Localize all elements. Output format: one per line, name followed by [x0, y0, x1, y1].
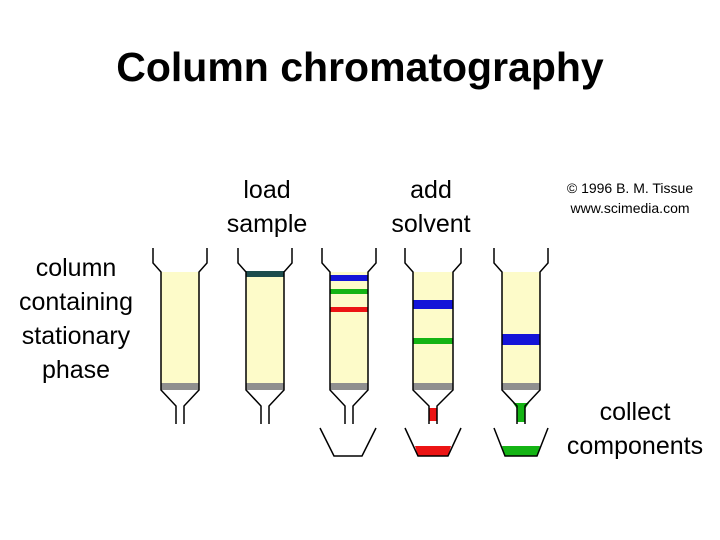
label-line: phase — [41, 356, 111, 384]
sample-band — [246, 271, 284, 277]
frit — [502, 383, 540, 390]
green-collected-fraction — [502, 446, 540, 456]
diagram-title: Column chromatography — [116, 44, 604, 90]
blue-band — [502, 334, 540, 345]
red-band — [330, 307, 368, 312]
column-2 — [237, 248, 293, 424]
collection-beaker — [404, 427, 462, 457]
label-line: solvent — [391, 210, 471, 238]
stationary-phase — [330, 272, 368, 385]
label-line: column — [35, 254, 117, 282]
green-band — [413, 338, 453, 344]
copyright-notice: © 1996 B. M. Tissue www.scimedia.com — [545, 178, 715, 218]
column-wall — [321, 248, 346, 424]
column-wall — [183, 248, 208, 424]
label-add-solvent: add solvent — [375, 173, 487, 241]
label-line: stationary — [21, 322, 131, 350]
column-3 — [319, 248, 377, 457]
blue-band — [330, 275, 368, 281]
label-column-stationary-phase: column containing stationary phase — [0, 251, 152, 387]
label-line: containing — [19, 288, 133, 316]
column-4 — [404, 248, 462, 457]
column-wall — [152, 248, 177, 424]
column-1 — [152, 248, 208, 424]
green-eluent-drop — [517, 406, 525, 422]
column-5 — [493, 248, 549, 457]
column-wall — [493, 248, 518, 424]
collection-beaker — [319, 427, 377, 457]
stationary-phase — [161, 272, 199, 385]
frit — [330, 383, 368, 390]
blue-band — [413, 300, 453, 309]
column-wall — [436, 248, 462, 424]
label-load-sample: load sample — [212, 173, 322, 241]
frit — [161, 383, 199, 390]
red-collected-fraction — [415, 446, 451, 456]
label-line: components — [566, 432, 704, 460]
stationary-phase — [413, 272, 453, 385]
red-eluent-drop — [429, 408, 437, 421]
column-wall — [268, 248, 293, 424]
label-line: add — [410, 176, 452, 204]
green-band — [330, 289, 368, 294]
label-line: load — [243, 176, 291, 204]
copyright-line: © 1996 B. M. Tissue — [566, 180, 694, 196]
label-line: collect — [599, 398, 671, 426]
column-wall — [237, 248, 262, 424]
website-line: www.scimedia.com — [570, 200, 690, 216]
stationary-phase — [502, 272, 540, 385]
collection-beaker — [493, 427, 549, 457]
frit — [246, 383, 284, 390]
label-line: sample — [226, 210, 308, 238]
column-wall — [352, 248, 377, 424]
frit — [413, 383, 453, 390]
stationary-phase — [246, 272, 284, 385]
label-collect-components: collect components — [555, 395, 715, 463]
column-wall — [404, 248, 430, 424]
column-wall — [524, 248, 549, 424]
